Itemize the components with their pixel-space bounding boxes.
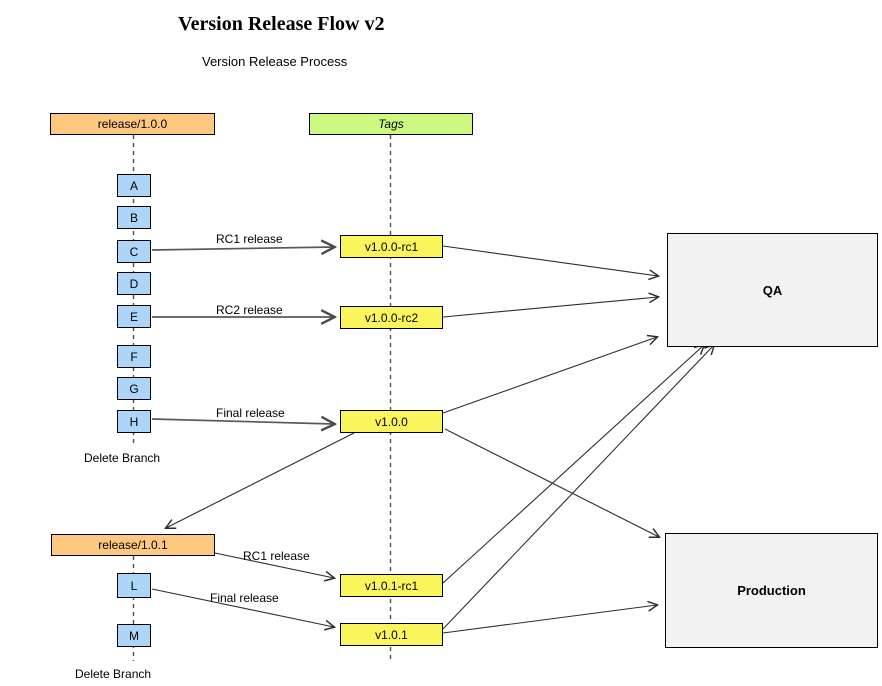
commit-label: D <box>129 276 139 291</box>
edge-label-final-release-101: Final release <box>210 591 279 605</box>
commit-box-g: G <box>117 377 151 400</box>
commit-label: E <box>129 309 138 324</box>
tag-label: v1.0.0 <box>375 414 408 429</box>
commit-label: M <box>129 628 139 643</box>
arrow-v100-to-branch-101 <box>166 432 355 528</box>
commit-box-m: M <box>117 624 151 647</box>
branch-label: release/1.0.0 <box>97 117 168 131</box>
release-arrow-group <box>151 247 334 424</box>
arrow-l-to-v101 <box>151 588 334 627</box>
arrow-v100rc1-to-qa <box>442 245 658 276</box>
delete-branch-label-101: Delete Branch <box>75 667 152 681</box>
commit-box-a: A <box>117 174 151 197</box>
production-label: Production <box>737 583 806 598</box>
qa-label: QA <box>762 282 783 298</box>
arrow-branch101-to-v101rc1 <box>214 552 334 578</box>
branch-label: release/1.0.1 <box>98 538 168 552</box>
arrow-v101-to-production <box>442 605 657 634</box>
arrow-v101-to-qa <box>442 345 714 630</box>
edge-label-rc1-release-101: RC1 release <box>243 549 310 563</box>
tag-box-v1-0-1-rc1: v1.0.1-rc1 <box>340 574 443 597</box>
commit-box-c: C <box>117 240 151 263</box>
tag-label: v1.0.0-rc1 <box>364 239 419 254</box>
commit-box-d: D <box>117 272 151 295</box>
commit-label: H <box>129 414 139 429</box>
commit-box-h: H <box>117 410 151 433</box>
commit-label: C <box>129 244 139 259</box>
edge-label-rc1-release-100: RC1 release <box>216 232 283 246</box>
commit-label: B <box>129 210 138 225</box>
tag-box-v1-0-0-rc2: v1.0.0-rc2 <box>340 306 443 329</box>
tag-label: v1.0.1-rc1 <box>364 578 419 593</box>
delete-branch-label-100: Delete Branch <box>84 451 161 465</box>
commit-box-b: B <box>117 206 151 229</box>
commit-box-e: E <box>117 305 151 328</box>
production-box: Production <box>665 533 878 648</box>
tag-box-v1-0-1: v1.0.1 <box>340 623 443 646</box>
commit-label: A <box>129 178 138 193</box>
deploy-arrow-group <box>151 245 714 634</box>
commit-label: G <box>129 381 139 396</box>
branch-box-release-1-0-0: release/1.0.0 <box>50 113 215 135</box>
page-subtitle: Version Release Process <box>202 54 348 69</box>
tag-label: v1.0.0-rc2 <box>364 310 419 325</box>
arrow-v100-to-qa <box>442 337 657 414</box>
qa-box: QA <box>667 233 878 347</box>
tags-header-label: Tags <box>378 117 404 131</box>
arrow-c-to-v100rc1 <box>151 247 334 250</box>
tags-header-box: Tags <box>309 113 473 135</box>
commit-label: F <box>130 349 138 364</box>
edge-label-final-release-100: Final release <box>216 406 285 420</box>
tag-box-v1-0-0-rc1: v1.0.0-rc1 <box>340 235 443 258</box>
tag-label: v1.0.1 <box>375 627 408 642</box>
tag-box-v1-0-0: v1.0.0 <box>340 410 443 433</box>
arrow-h-to-v100 <box>151 419 334 424</box>
branch-box-release-1-0-1: release/1.0.1 <box>51 534 215 556</box>
page-title: Version Release Flow v2 <box>178 13 385 35</box>
commit-box-l: L <box>117 573 151 598</box>
arrow-v101rc1-to-qa <box>442 345 704 584</box>
arrow-v100rc2-to-qa <box>442 297 658 318</box>
edge-label-rc2-release-100: RC2 release <box>216 303 283 317</box>
commit-label: L <box>130 578 138 593</box>
commit-box-f: F <box>117 345 151 368</box>
